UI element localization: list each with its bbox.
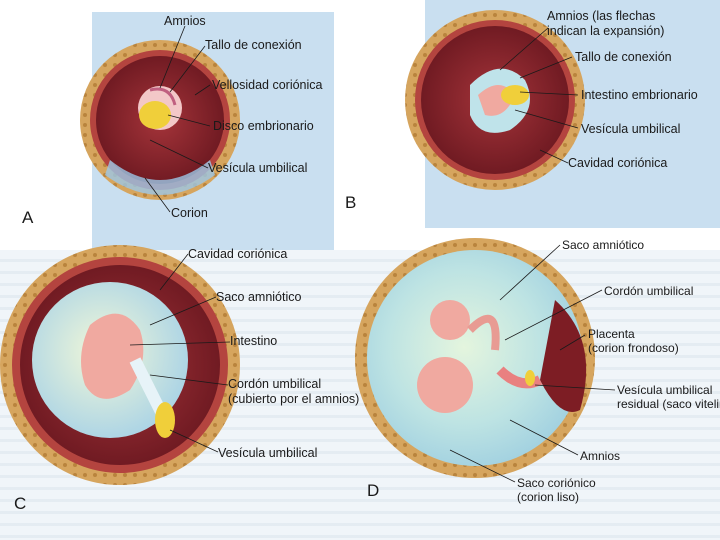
panel-a-diagram (80, 40, 240, 200)
panel-a-label-corion: Corion (171, 206, 208, 220)
panel-d-label-saco: Saco amniótico (562, 238, 645, 252)
panel-d-label-placenta-line2: (corion frondoso) (588, 341, 679, 355)
panel-c-embryo (81, 313, 144, 399)
panel-a-label-disco: Disco embrionario (213, 119, 314, 133)
panel-d-label-vesicula-line2: residual (saco vitelino) (617, 397, 720, 411)
panel-b-label-vesicula: Vesícula umbilical (581, 122, 681, 136)
panel-d-label-corion-line2: (corion liso) (517, 490, 580, 504)
panel-b-label-cavidad: Cavidad coriónica (568, 156, 668, 170)
panel-a-label-tallo: Tallo de conexión (205, 38, 302, 52)
panel-d-leader-lines (449, 244, 616, 483)
panel-b-label-amnios-line2: indican la expansión) (547, 24, 665, 38)
panel-b-leader-lines (499, 27, 579, 164)
panel-d-diagram (355, 238, 595, 478)
panel-a-label-vellosidad: Vellosidad coriónica (212, 78, 323, 92)
panel-d-fetus-body (417, 357, 473, 413)
panel-c-label-saco: Saco amniótico (216, 290, 302, 304)
panel-a-letter: A (22, 208, 34, 227)
panel-c-diagram (0, 245, 240, 485)
panel-d-label-cordon: Cordón umbilical (604, 284, 694, 298)
panel-c-label-cordon-line2: (cubierto por el amnios) (228, 392, 360, 406)
panel-c-label-cavidad: Cavidad coriónica (188, 247, 288, 261)
panel-a-leader-lines (144, 25, 211, 213)
panel-d-fetus-head (430, 300, 470, 340)
panel-b-letter: B (345, 193, 357, 212)
panel-c-label-cordon-line1: Cordón umbilical (228, 377, 322, 391)
panel-b-label-intestino: Intestino embrionario (581, 88, 698, 102)
panel-a-label-vesicula: Vesícula umbilical (208, 161, 308, 175)
panel-b-diagram (405, 10, 585, 190)
panel-c-label-intestino: Intestino (230, 334, 278, 348)
panel-d-yolk-sac (525, 370, 535, 386)
panel-d-label-placenta-line1: Placenta (588, 327, 635, 341)
panel-c-label-vesicula: Vesícula umbilical (218, 446, 318, 460)
panel-d-amniotic-fluid (367, 250, 583, 466)
panel-b-yolk-sac (501, 85, 529, 105)
panel-d-label-amnios: Amnios (580, 449, 621, 463)
panel-b-label-amnios-line1: Amnios (las flechas (547, 9, 656, 23)
panel-c-yolk-sac (155, 402, 175, 438)
panel-d-letter: D (367, 481, 380, 500)
panel-c-letter: C (14, 494, 27, 513)
panel-b-label-tallo: Tallo de conexión (575, 50, 672, 64)
panel-d-label-corion-line1: Saco coriónico (517, 476, 596, 490)
panel-a-label-amnios: Amnios (164, 14, 206, 28)
panel-a-embryonic-disc (139, 101, 171, 129)
panel-d-label-vesicula-line1: Vesícula umbilical (617, 383, 713, 397)
panel-c-leader-lines (129, 253, 231, 453)
panel-d-placenta (540, 300, 587, 412)
